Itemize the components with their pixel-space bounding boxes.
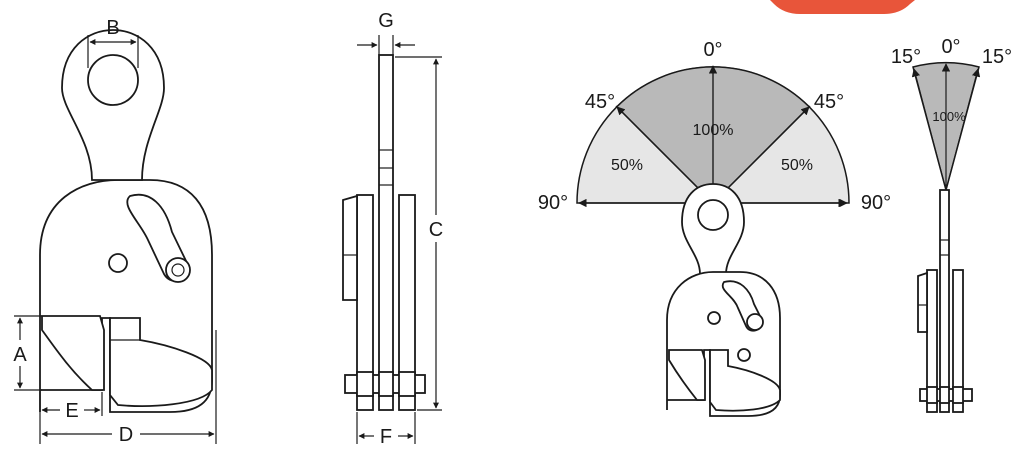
angle-label-0-narrow: 0° xyxy=(941,36,960,58)
side-plate-right xyxy=(398,194,416,411)
jaw-pad-front xyxy=(41,315,105,391)
angle-label-15-left: 15° xyxy=(891,46,921,68)
dim-label-c: C xyxy=(429,219,443,241)
narrow-angle-diagram: 15° 0° 15° 100% xyxy=(891,36,1012,193)
angle-label-45-right: 45° xyxy=(814,91,844,113)
angle-label-15-right: 15° xyxy=(982,46,1012,68)
angle-label-45-left: 45° xyxy=(585,91,615,113)
capacity-label-center: 100% xyxy=(693,122,734,139)
side-plate-left xyxy=(356,194,374,411)
angle-label-90-right: 90° xyxy=(861,192,891,214)
lower-hole-angle xyxy=(737,348,751,362)
front-view-clamp xyxy=(39,29,213,413)
capacity-label-narrow: 100% xyxy=(932,109,966,124)
angle-label-90-left: 90° xyxy=(538,192,568,214)
dim-label-d: D xyxy=(119,424,133,446)
angle-label-0: 0° xyxy=(703,39,722,61)
shackle-hole-angle xyxy=(697,199,729,231)
side-view-small xyxy=(917,189,973,413)
side-dimensions: G C F xyxy=(356,10,443,448)
shackle-plate-side xyxy=(378,54,394,411)
load-angle-diagram: 0° 45° 45° 90° 90° 100% 50% 50% xyxy=(538,39,891,214)
lever-pivot-angle xyxy=(746,313,764,331)
shackle-hole-front xyxy=(87,54,139,106)
dim-label-b: B xyxy=(106,17,119,39)
dim-label-f: F xyxy=(380,426,392,446)
side-plate-small-left xyxy=(926,269,938,413)
body-hole-angle xyxy=(707,311,721,325)
front-dimensions: B A E D xyxy=(13,17,217,446)
lever-pivot-inner xyxy=(171,263,185,277)
dim-label-a: A xyxy=(13,344,27,366)
cam-roller-angle xyxy=(709,349,781,412)
dim-label-e: E xyxy=(65,400,78,422)
angle-view-clamp xyxy=(666,183,781,417)
capacity-label-left: 50% xyxy=(611,157,643,174)
side-view-clamp xyxy=(342,54,426,411)
lever-pivot-front xyxy=(165,257,191,283)
jaw-pad-angle xyxy=(668,349,706,401)
capacity-label-right: 50% xyxy=(781,157,813,174)
jaw-block-small xyxy=(917,271,928,333)
dim-label-g: G xyxy=(378,10,394,32)
corner-badge xyxy=(770,0,915,14)
body-hole-front xyxy=(108,253,128,273)
shackle-plate-small xyxy=(939,189,950,413)
jaw-block-side xyxy=(342,194,358,301)
side-plate-small-right xyxy=(952,269,964,413)
